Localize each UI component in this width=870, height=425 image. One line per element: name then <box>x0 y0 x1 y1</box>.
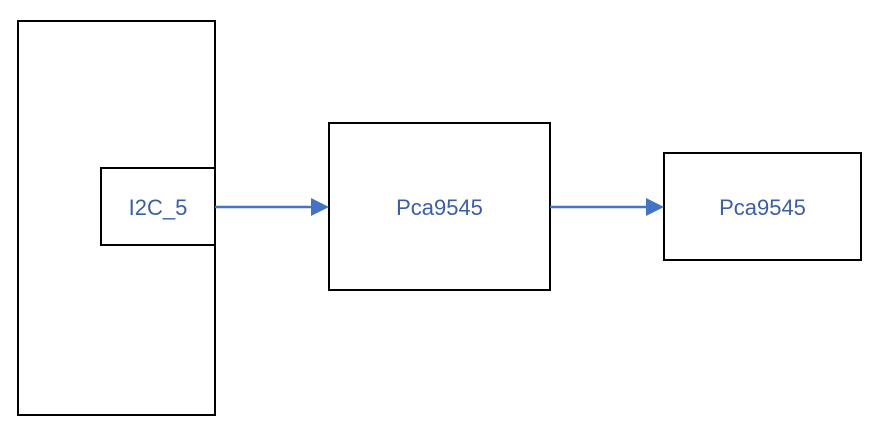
pca9545-node-1: Pca9545 <box>328 122 551 291</box>
arrowhead-icon <box>311 198 329 216</box>
pca9545-node-2: Pca9545 <box>663 152 862 261</box>
pca9545-label-2: Pca9545 <box>719 195 806 220</box>
pca9545-label-1: Pca9545 <box>396 195 483 220</box>
edge-pca1-to-pca2 <box>550 198 664 216</box>
edge-i2c-to-pca1 <box>215 198 329 216</box>
i2c-port-label: I2C_5 <box>129 195 188 220</box>
i2c-port-node: I2C_5 <box>100 167 216 246</box>
arrowhead-icon <box>646 198 664 216</box>
